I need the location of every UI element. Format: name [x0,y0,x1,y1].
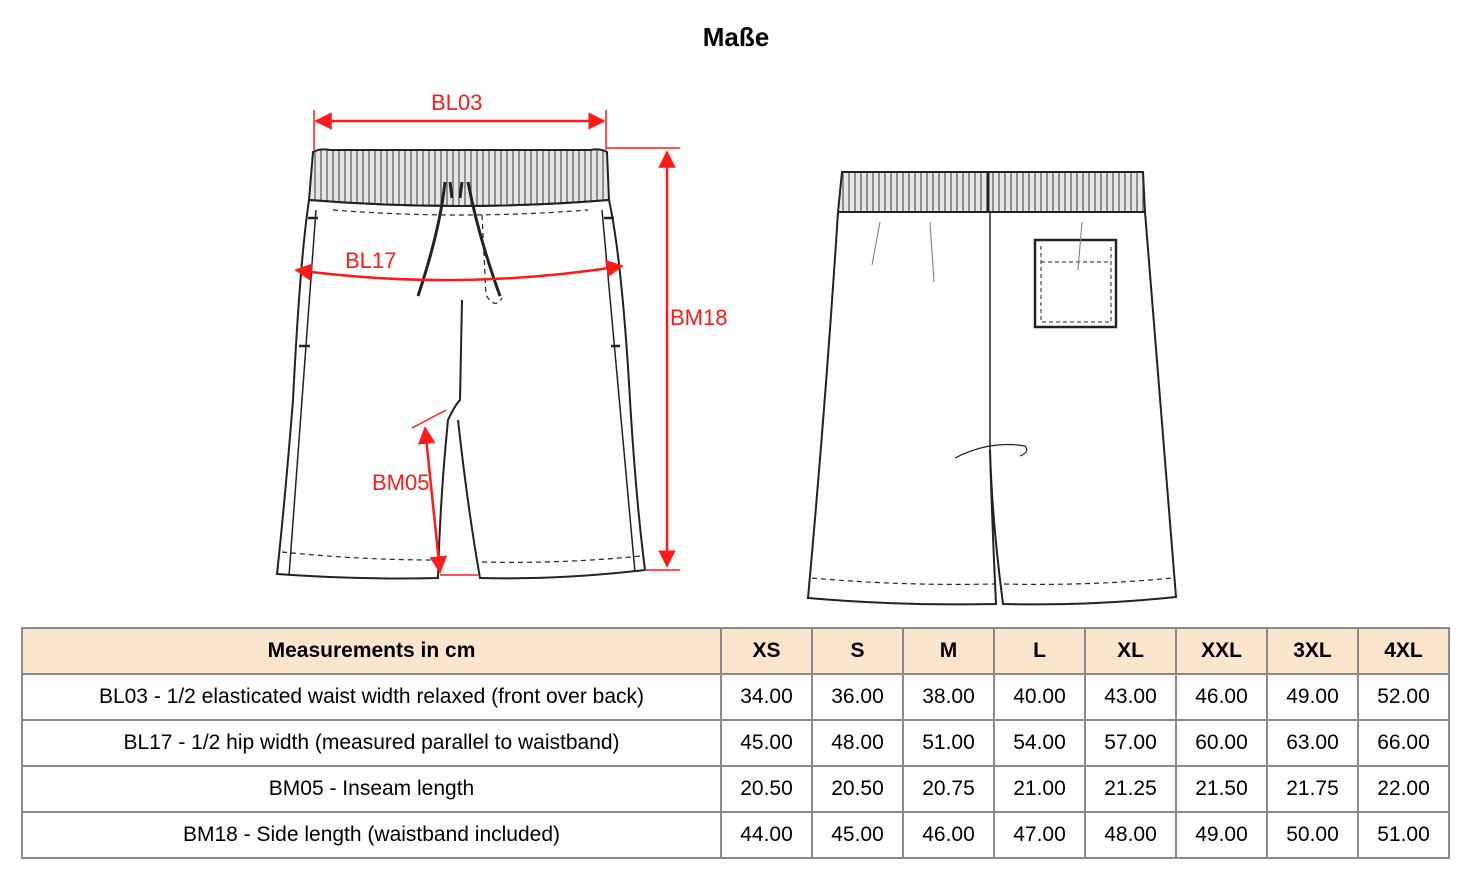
table-row: BL17 - 1/2 hip width (measured parallel … [21,719,1450,767]
cell-value: 51.00 [1357,811,1450,859]
cell-value: 34.00 [720,673,813,721]
row-label: BM05 - Inseam length [21,765,722,813]
table-row: BM18 - Side length (waistband included) … [21,811,1450,859]
cell-value: 57.00 [1084,719,1177,767]
cell-value: 36.00 [811,673,904,721]
header-size: S [811,627,904,675]
shorts-front-view [275,148,647,580]
cell-value: 63.00 [1266,719,1359,767]
cell-value: 20.75 [902,765,995,813]
cell-value: 22.00 [1357,765,1450,813]
label-bl17: BL17 [345,248,396,273]
table-row: BM05 - Inseam length 20.50 20.50 20.75 2… [21,765,1450,813]
cell-value: 50.00 [1266,811,1359,859]
header-size: XL [1084,627,1177,675]
header-size: XS [720,627,813,675]
header-size: XXL [1175,627,1268,675]
cell-value: 48.00 [811,719,904,767]
arrow-bl17 [294,259,624,282]
front-body-outline [275,199,647,580]
header-size: 3XL [1266,627,1359,675]
cell-value: 66.00 [1357,719,1450,767]
cell-value: 49.00 [1175,811,1268,859]
measure-arrows [294,110,680,576]
label-bm18: BM18 [670,305,727,330]
row-label: BL17 - 1/2 hip width (measured parallel … [21,719,722,767]
cell-value: 21.75 [1266,765,1359,813]
header-measurements: Measurements in cm [21,627,722,675]
cell-value: 46.00 [1175,673,1268,721]
cell-value: 21.00 [993,765,1086,813]
cell-value: 46.00 [902,811,995,859]
cell-value: 45.00 [811,811,904,859]
cell-value: 54.00 [993,719,1086,767]
header-size: 4XL [1357,627,1450,675]
cell-value: 20.50 [811,765,904,813]
row-label: BL03 - 1/2 elasticated waist width relax… [21,673,722,721]
cell-value: 21.50 [1175,765,1268,813]
back-body-outline [806,211,1178,606]
cell-value: 38.00 [902,673,995,721]
header-size: L [993,627,1086,675]
shorts-back-view [806,171,1178,606]
cell-value: 48.00 [1084,811,1177,859]
back-pocket [1033,238,1118,329]
page-title: Maße [702,22,770,52]
shorts-diagram: BL03 BL17 BM18 BM05 [275,90,1178,606]
cell-value: 43.00 [1084,673,1177,721]
cell-value: 49.00 [1266,673,1359,721]
header-size: M [902,627,995,675]
table-row: BL03 - 1/2 elasticated waist width relax… [21,673,1450,721]
row-label: BM18 - Side length (waistband included) [21,811,722,859]
cell-value: 47.00 [993,811,1086,859]
measurement-table: Measurements in cm XS S M L XL XXL 3XL 4… [21,627,1450,859]
arrow-bm05 [417,426,448,574]
label-bl03: BL03 [431,90,482,115]
cell-value: 20.50 [720,765,813,813]
cell-value: 44.00 [720,811,813,859]
cell-value: 60.00 [1175,719,1268,767]
cell-value: 40.00 [993,673,1086,721]
front-drawstring [416,181,502,297]
cell-value: 21.25 [1084,765,1177,813]
cell-value: 51.00 [902,719,995,767]
label-bm05: BM05 [372,470,429,495]
cell-value: 52.00 [1357,673,1450,721]
table-header-row: Measurements in cm XS S M L XL XXL 3XL 4… [21,627,1450,675]
back-waistband [836,171,1147,213]
cell-value: 45.00 [720,719,813,767]
